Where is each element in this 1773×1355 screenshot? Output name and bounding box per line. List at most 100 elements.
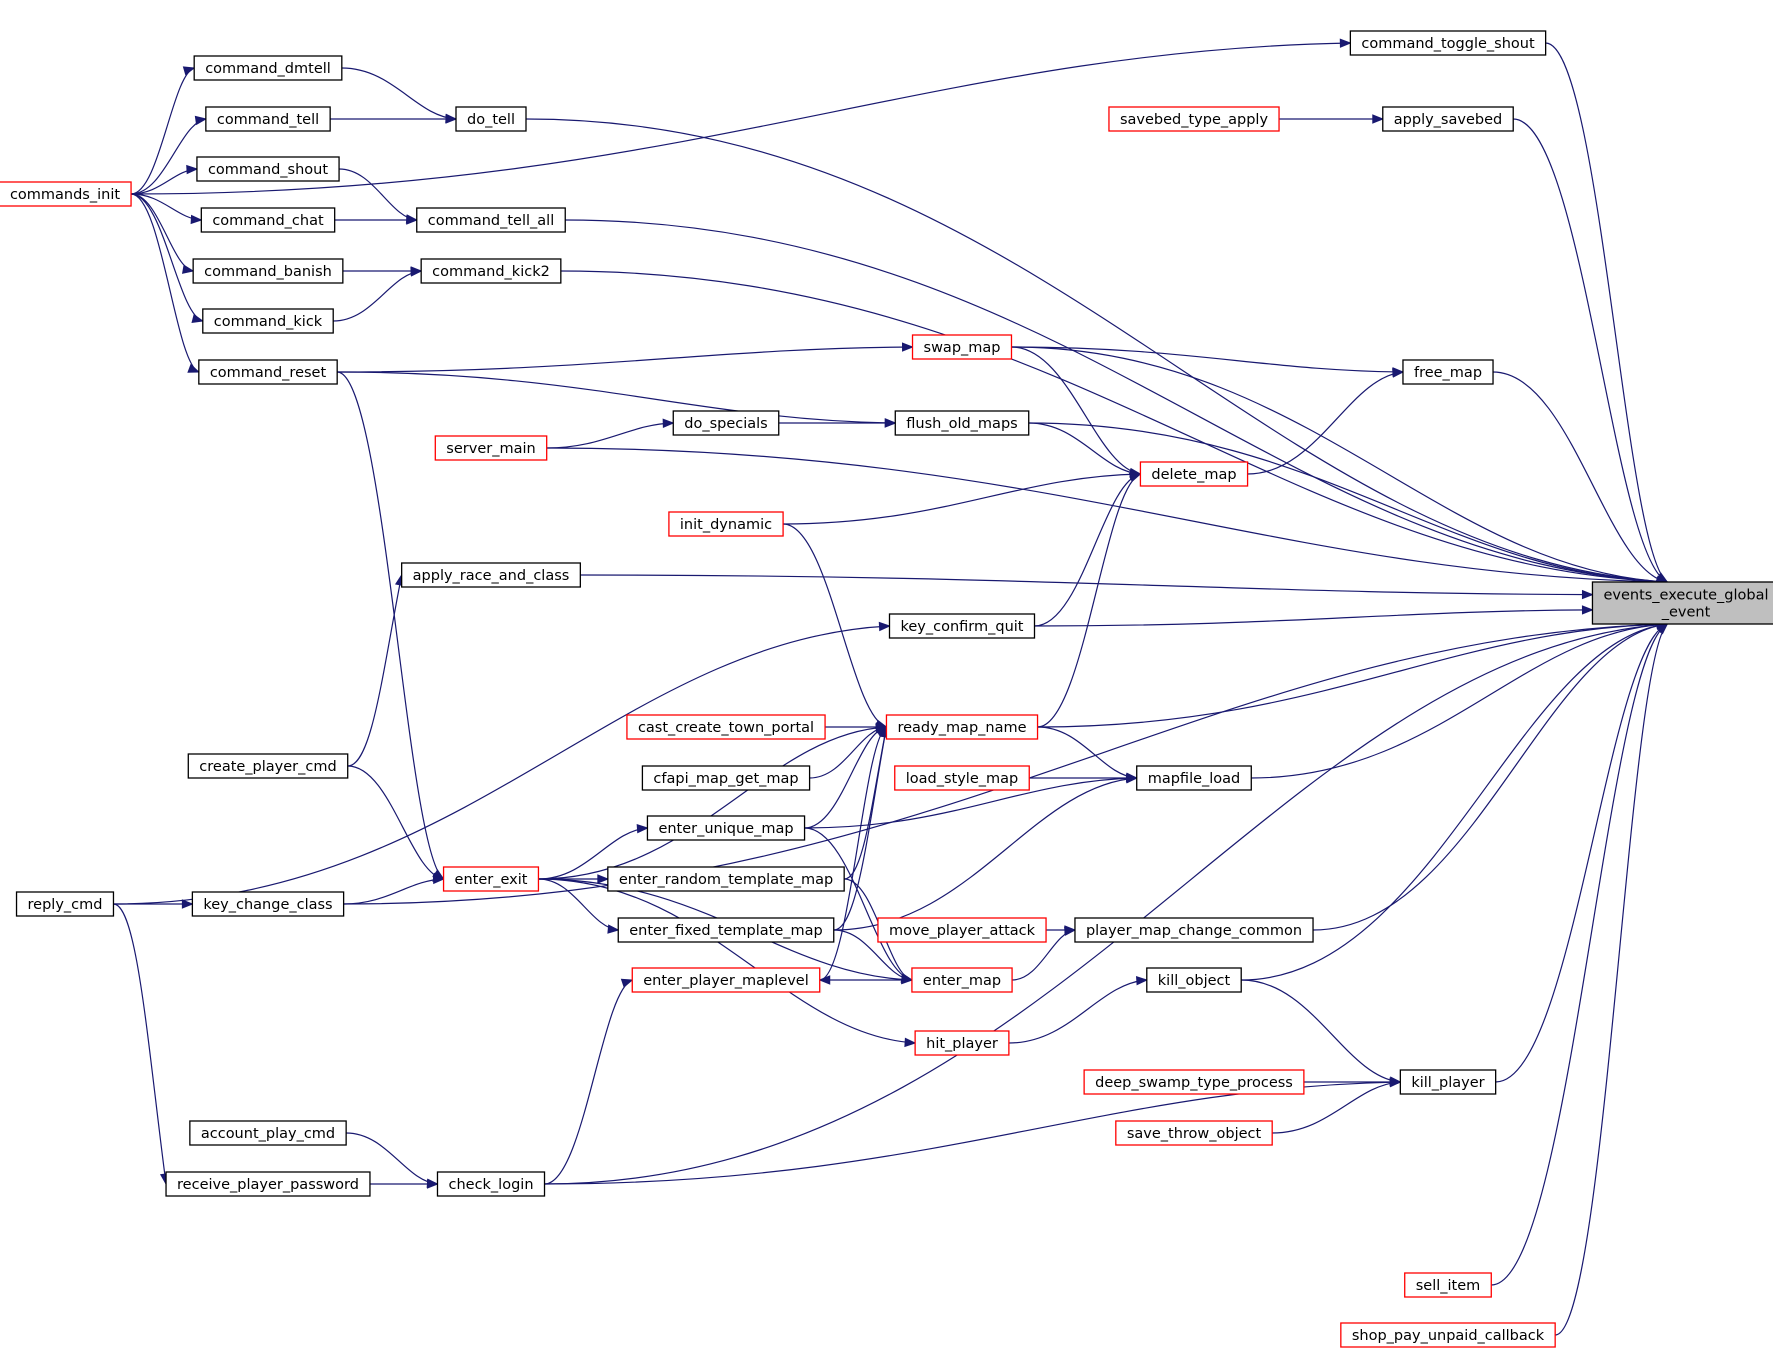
edge-enter-exit-to-enter-unique-map	[538, 827, 648, 880]
edge-hit-player-to-kill-object	[1008, 979, 1147, 1044]
node-cfapi-map-get-map[interactable]: cfapi_map_get_map	[641, 765, 811, 791]
node-do-specials[interactable]: do_specials	[672, 410, 780, 436]
node-box	[416, 207, 566, 233]
edge-key-change-class-to-enter-exit	[343, 878, 444, 905]
node-server-main[interactable]: server_main	[434, 435, 548, 461]
node-target[interactable]: events_execute_global_event	[1591, 581, 1773, 625]
arrowhead-commands-init-to-command-tell	[194, 115, 208, 126]
node-sell-item[interactable]: sell_item	[1404, 1272, 1492, 1298]
node-label: flush_old_maps	[906, 416, 1017, 432]
node-command-toggle-shout[interactable]: command_toggle_shout	[1349, 30, 1547, 56]
node-box	[15, 891, 115, 917]
node-commands-init[interactable]: commands_init	[0, 181, 132, 207]
edge-enter-player-maplevel-to-ready-map-name	[819, 726, 887, 981]
edge-enter-random-template-map-to-ready-map-name	[844, 726, 888, 880]
node-free-map[interactable]: free_map	[1402, 359, 1494, 385]
arrowhead-commands-init-to-command-banish	[181, 264, 195, 274]
node-command-banish[interactable]: command_banish	[192, 258, 344, 284]
arrowhead-command-chat-to-command-tell-all	[406, 215, 419, 225]
node-swap-map[interactable]: swap_map	[911, 334, 1013, 360]
node-box	[434, 435, 548, 461]
node-shop-pay-unpaid-callback[interactable]: shop_pay_unpaid_callback	[1340, 1322, 1556, 1348]
node-delete-map[interactable]: delete_map	[1139, 461, 1249, 487]
node-command-kick2[interactable]: command_kick2	[420, 258, 562, 284]
node-box	[1083, 1069, 1305, 1095]
node-label: free_map	[1414, 365, 1482, 381]
node-label: do_specials	[684, 416, 767, 432]
node-kill-object[interactable]: kill_object	[1146, 967, 1242, 993]
node-command-chat[interactable]: command_chat	[200, 207, 336, 233]
arrowhead-receive-player-password-to-check-login	[426, 1179, 439, 1189]
node-label: key_confirm_quit	[901, 619, 1024, 635]
node-do-tell[interactable]: do_tell	[455, 106, 527, 132]
node-key-confirm-quit[interactable]: key_confirm_quit	[888, 613, 1036, 639]
node-enter-unique-map[interactable]: enter_unique_map	[646, 815, 806, 841]
node-receive-player-password[interactable]: receive_player_password	[165, 1171, 371, 1197]
node-label: command_toggle_shout	[1361, 36, 1535, 52]
node-label: swap_map	[924, 340, 1001, 356]
node-reply-cmd[interactable]: reply_cmd	[15, 891, 115, 917]
node-deep-swamp-type-process[interactable]: deep_swamp_type_process	[1083, 1069, 1305, 1095]
arrowhead-shop-pay-unpaid-callback-to-target	[1656, 623, 1669, 635]
node-enter-random-template-map[interactable]: enter_random_template_map	[607, 866, 845, 892]
node-player-map-change-common[interactable]: player_map_change_common	[1074, 917, 1314, 943]
node-enter-fixed-template-map[interactable]: enter_fixed_template_map	[617, 917, 835, 943]
node-create-player-cmd[interactable]: create_player_cmd	[187, 753, 349, 779]
arrowhead-check-login-to-enter-player-maplevel	[620, 978, 634, 988]
arrowhead-commands-init-to-command-reset	[187, 363, 201, 373]
node-box	[196, 156, 340, 182]
node-box	[193, 55, 343, 81]
node-save-throw-object[interactable]: save_throw_object	[1115, 1120, 1273, 1146]
node-label: load_style_map	[906, 771, 1018, 787]
arrowhead-server-main-to-do-specials	[662, 418, 675, 429]
node-label: do_tell	[467, 112, 515, 128]
edge-enter-exit-to-hit-player	[538, 878, 916, 1044]
node-label: command_shout	[208, 162, 328, 178]
node-check-login[interactable]: check_login	[436, 1171, 546, 1197]
arrowhead-command-tell-to-do-tell	[445, 114, 458, 124]
node-enter-map[interactable]: enter_map	[911, 967, 1013, 993]
arrowhead-key-change-class-to-enter-exit	[432, 874, 445, 885]
node-command-dmtell[interactable]: command_dmtell	[193, 55, 343, 81]
arrowhead-reply-cmd-to-key-change-class	[181, 899, 194, 909]
node-label: cfapi_map_get_map	[653, 771, 798, 787]
node-box	[1139, 461, 1249, 487]
node-account-play-cmd[interactable]: account_play_cmd	[189, 1120, 347, 1146]
node-apply-savebed[interactable]: apply_savebed	[1382, 106, 1514, 132]
node-cast-create-town-portal[interactable]: cast_create_town_portal	[626, 714, 826, 740]
node-box	[455, 106, 527, 132]
node-label: command_banish	[204, 264, 332, 280]
node-load-style-map[interactable]: load_style_map	[894, 765, 1030, 791]
node-apply-race-and-class[interactable]: apply_race_and_class	[401, 562, 581, 588]
node-box	[200, 207, 336, 233]
node-label: create_player_cmd	[199, 759, 336, 775]
node-kill-player[interactable]: kill_player	[1399, 1069, 1497, 1095]
node-command-reset[interactable]: command_reset	[198, 359, 338, 385]
node-init-dynamic[interactable]: init_dynamic	[668, 511, 784, 537]
node-enter-player-maplevel[interactable]: enter_player_maplevel	[631, 967, 821, 993]
node-label: kill_object	[1158, 973, 1231, 989]
node-box	[1108, 106, 1280, 132]
arrowhead-enter-exit-to-enter-fixed-template-map	[607, 924, 620, 934]
node-label: delete_map	[1151, 467, 1236, 483]
node-move-player-attack[interactable]: move_player_attack	[877, 917, 1047, 943]
node-savebed-type-apply[interactable]: savebed_type_apply	[1108, 106, 1280, 132]
node-command-kick[interactable]: command_kick	[202, 308, 334, 334]
node-command-shout[interactable]: command_shout	[196, 156, 340, 182]
arrowhead-savebed-type-apply-to-apply-savebed	[1372, 114, 1385, 124]
node-label: server_main	[446, 441, 535, 457]
node-flush-old-maps[interactable]: flush_old_maps	[894, 410, 1030, 436]
node-command-tell-all[interactable]: command_tell_all	[416, 207, 566, 233]
edge-kill-object-to-kill-player	[1241, 979, 1401, 1083]
edge-sell-item-to-target	[1491, 623, 1668, 1286]
node-label: save_throw_object	[1127, 1126, 1262, 1142]
node-label: move_player_attack	[889, 923, 1036, 939]
node-enter-exit[interactable]: enter_exit	[442, 866, 540, 892]
node-ready-map-name[interactable]: ready_map_name	[885, 714, 1039, 740]
edge-command-tell-all-to-target	[565, 219, 1668, 583]
node-key-change-class[interactable]: key_change_class	[191, 891, 345, 917]
node-command-tell[interactable]: command_tell	[205, 106, 331, 132]
arrowhead-enter-fixed-template-map-to-mapfile-load	[1125, 774, 1139, 784]
node-hit-player[interactable]: hit_player	[914, 1030, 1010, 1056]
node-mapfile-load[interactable]: mapfile_load	[1136, 765, 1252, 791]
